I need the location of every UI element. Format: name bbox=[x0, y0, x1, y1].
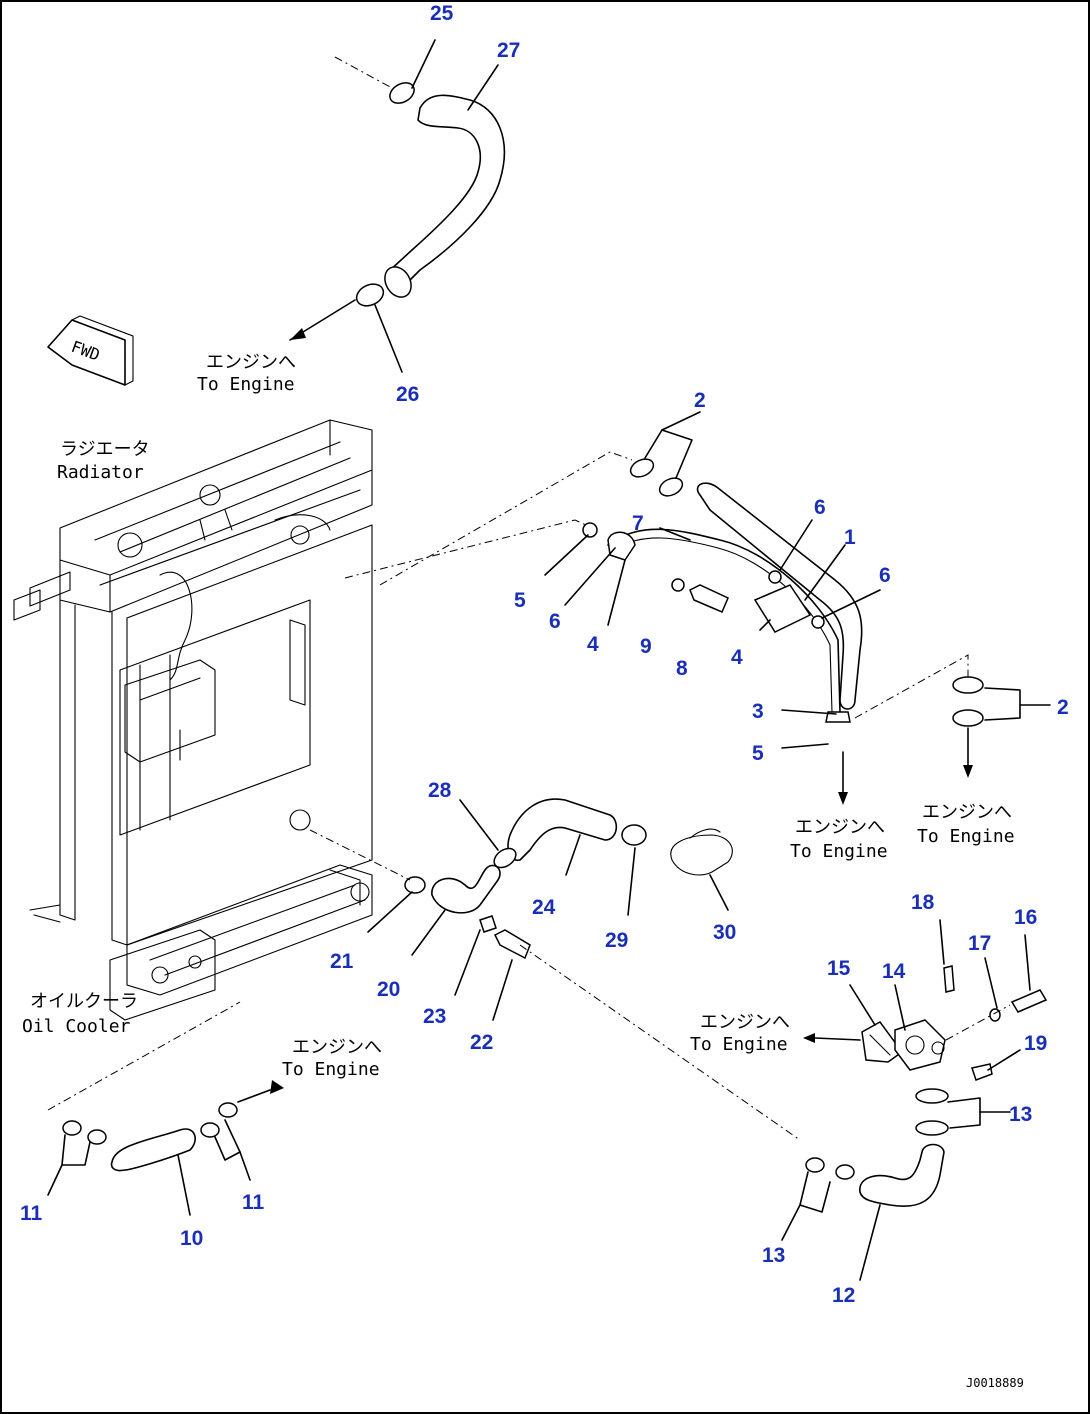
callout-2-top[interactable]: 2 bbox=[694, 389, 706, 412]
callout-28[interactable]: 28 bbox=[428, 779, 452, 802]
callout-26[interactable]: 26 bbox=[396, 383, 419, 406]
callout-24[interactable]: 24 bbox=[532, 896, 556, 919]
callout-5-bottom[interactable]: 5 bbox=[752, 742, 764, 765]
fwd-arrow-icon: FWD bbox=[47, 315, 134, 386]
to-engine-label-thermo-en: To Engine bbox=[690, 1034, 788, 1055]
callout-2-right[interactable]: 2 bbox=[1057, 696, 1069, 719]
callout-15[interactable]: 15 bbox=[827, 957, 851, 980]
to-engine-label-left-en: To Engine bbox=[282, 1059, 380, 1080]
lower-hose-group bbox=[309, 798, 801, 1141]
oil-cooler-label-en: Oil Cooler bbox=[22, 1016, 131, 1037]
callout-8[interactable]: 8 bbox=[676, 657, 688, 680]
callout-10[interactable]: 10 bbox=[180, 1227, 203, 1250]
oil-cooler-label-jp: オイルクーラ bbox=[30, 991, 138, 1012]
radiator-label-en: Radiator bbox=[57, 462, 144, 483]
to-engine-label-right-jp: エンジンへ bbox=[922, 802, 1012, 823]
callout-23[interactable]: 23 bbox=[423, 1005, 446, 1028]
to-engine-label-right-en: To Engine bbox=[917, 826, 1015, 847]
to-engine-label-mid-en: To Engine bbox=[790, 841, 888, 862]
radiator-label-jp: ラジエータ bbox=[60, 439, 150, 460]
drawing-code: J0018889 bbox=[966, 1376, 1024, 1390]
oil-cooler-hose-group bbox=[47, 1001, 284, 1216]
clamp-pair-right bbox=[952, 676, 1051, 778]
callout-22[interactable]: 22 bbox=[470, 1031, 493, 1054]
callout-11-right[interactable]: 11 bbox=[242, 1191, 265, 1214]
to-engine-label-top-en: To Engine bbox=[197, 374, 295, 395]
callout-21[interactable]: 21 bbox=[330, 950, 354, 973]
callout-12[interactable]: 12 bbox=[832, 1284, 855, 1307]
to-engine-label-mid-jp: エンジンへ bbox=[795, 817, 885, 838]
callout-7[interactable]: 7 bbox=[632, 512, 644, 535]
fwd-label: FWD bbox=[69, 337, 103, 365]
callout-6-c[interactable]: 6 bbox=[549, 610, 561, 633]
callout-13-left[interactable]: 13 bbox=[762, 1244, 785, 1267]
to-engine-label-left-jp: エンジンへ bbox=[292, 1037, 382, 1058]
callout-29[interactable]: 29 bbox=[605, 929, 628, 952]
radiator-assembly bbox=[13, 419, 373, 1021]
to-engine-label-top-jp: エンジンへ bbox=[206, 352, 296, 373]
callout-17[interactable]: 17 bbox=[968, 932, 991, 955]
callouts: 25 27 26 2 6 1 7 6 5 6 4 9 8 4 3 5 2 28 … bbox=[20, 2, 1069, 1307]
to-engine-label-thermo-jp: エンジンへ bbox=[700, 1012, 790, 1033]
callout-13-right[interactable]: 13 bbox=[1009, 1103, 1032, 1126]
upper-hose-group bbox=[289, 39, 506, 373]
pipe-assembly bbox=[344, 411, 969, 805]
callout-11-left[interactable]: 11 bbox=[20, 1202, 43, 1225]
callout-18[interactable]: 18 bbox=[911, 891, 935, 914]
callout-9[interactable]: 9 bbox=[640, 635, 652, 658]
callout-25[interactable]: 25 bbox=[430, 2, 454, 25]
callout-16[interactable]: 16 bbox=[1014, 906, 1037, 929]
callout-3[interactable]: 3 bbox=[752, 700, 764, 723]
callout-6-b[interactable]: 6 bbox=[879, 564, 891, 587]
callout-19[interactable]: 19 bbox=[1024, 1032, 1047, 1055]
callout-5-left[interactable]: 5 bbox=[514, 589, 526, 612]
callout-20[interactable]: 20 bbox=[377, 978, 400, 1001]
callout-27[interactable]: 27 bbox=[497, 39, 520, 62]
thermostat-group bbox=[781, 919, 1048, 1281]
callout-14[interactable]: 14 bbox=[882, 960, 906, 983]
callout-4-right[interactable]: 4 bbox=[731, 646, 743, 669]
callout-1[interactable]: 1 bbox=[844, 526, 856, 549]
callout-30[interactable]: 30 bbox=[713, 921, 736, 944]
callout-4-left[interactable]: 4 bbox=[587, 633, 599, 656]
callout-6-a[interactable]: 6 bbox=[814, 496, 826, 519]
